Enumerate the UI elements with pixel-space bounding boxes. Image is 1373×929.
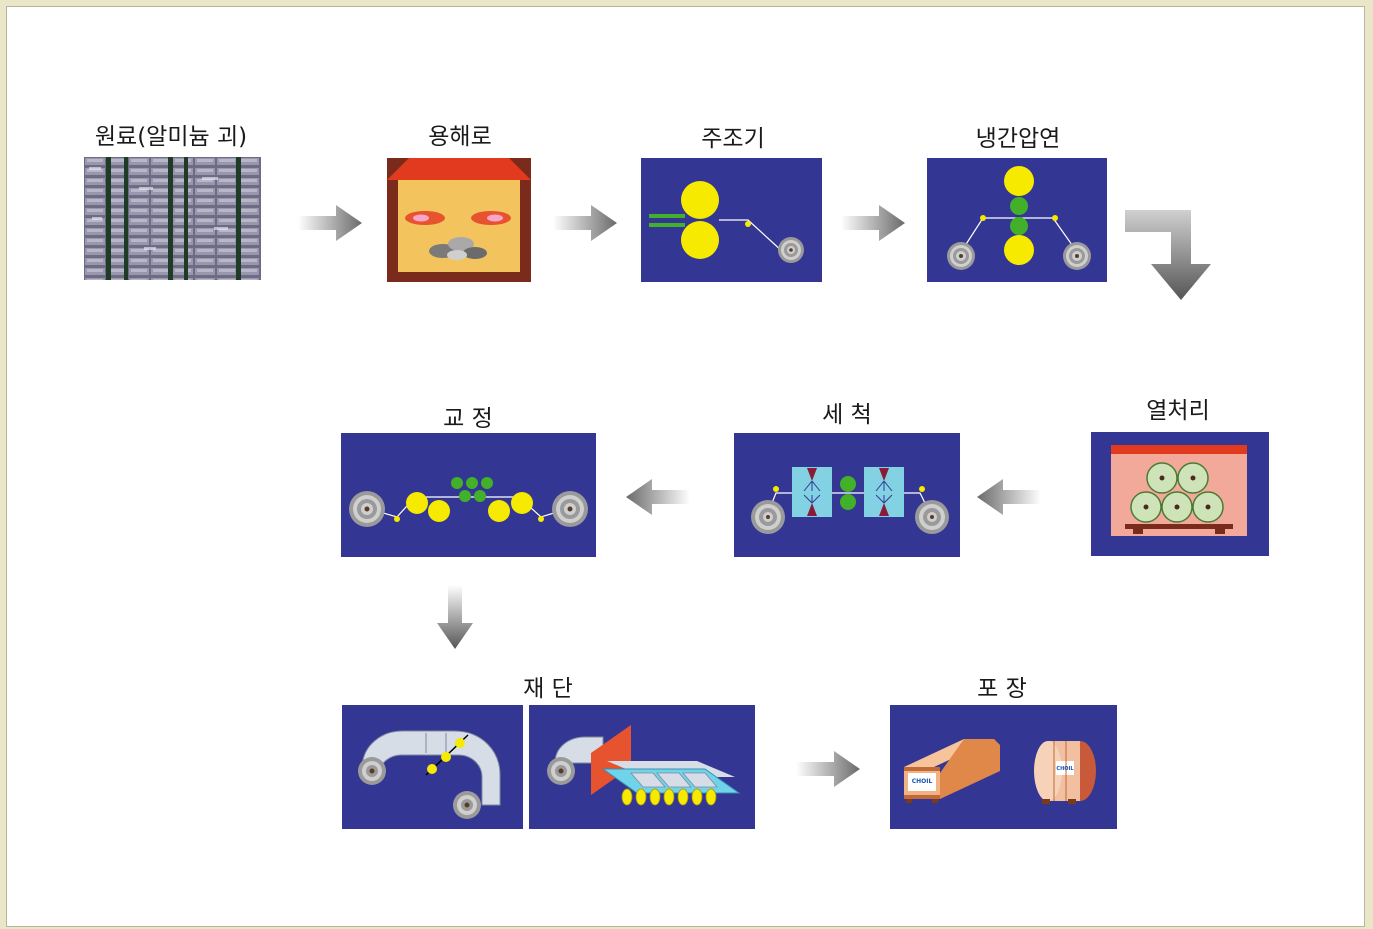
label-straightening: 교 정	[443, 406, 493, 432]
label-packing: 포 장	[977, 676, 1027, 702]
label-washing: 세 척	[822, 402, 872, 428]
upper-roll-icon	[681, 181, 719, 219]
coil-right-icon	[552, 491, 588, 527]
coil-left-icon	[358, 757, 386, 785]
coil-brand-label: CHOIL	[1056, 766, 1074, 772]
label-caster: 주조기	[701, 126, 765, 152]
coil-left-icon	[947, 242, 975, 270]
diagram-canvas: 원료(알미늄 괴) 용해로 주조기 냉간압연 열처리 세 척 교 정 재 단 포…	[6, 6, 1365, 927]
arrow-right-icon	[298, 205, 362, 241]
label-cutting: 재 단	[523, 676, 573, 702]
arrow-left-icon	[977, 479, 1041, 515]
coil-right-icon	[915, 500, 949, 534]
cold-rolling-panel	[927, 158, 1107, 282]
coil-icon	[547, 757, 575, 785]
coil-right-icon	[1063, 242, 1091, 270]
crate-brand-label: CHOIL	[912, 778, 933, 785]
straightening-panel	[341, 433, 596, 557]
heat-treatment-panel	[1091, 432, 1269, 556]
packing-panel: CHOIL CHOIL	[890, 705, 1117, 829]
coil-icon	[778, 237, 804, 263]
sheet-cutting-panel	[529, 705, 755, 829]
raw-material-image	[84, 157, 261, 280]
arrow-down-icon	[437, 585, 473, 649]
arrow-right-icon	[553, 205, 617, 241]
flame-right-icon	[471, 211, 511, 225]
label-melting-furnace: 용해로	[428, 124, 492, 150]
coil-left-icon	[751, 500, 785, 534]
arrow-right-icon	[796, 751, 860, 787]
label-raw-material: 원료(알미늄 괴)	[94, 124, 248, 150]
molten-metal-icon	[429, 237, 487, 260]
slitting-panel	[342, 705, 523, 829]
washing-panel	[734, 433, 960, 557]
label-cold-rolling: 냉간압연	[975, 126, 1061, 152]
arrow-left-icon	[626, 479, 690, 515]
lower-roll-icon	[681, 221, 719, 259]
crate-icon	[904, 739, 1000, 803]
coil-package-icon	[1034, 741, 1096, 804]
flame-left-icon	[405, 211, 445, 225]
arrow-turn-down-icon	[1125, 210, 1211, 300]
coil-left-icon	[349, 491, 385, 527]
caster-panel	[641, 158, 822, 282]
melting-furnace-panel	[387, 158, 531, 282]
label-heat-treatment: 열처리	[1146, 398, 1210, 424]
arrow-right-icon	[841, 205, 905, 241]
coil-right-icon	[453, 791, 481, 819]
